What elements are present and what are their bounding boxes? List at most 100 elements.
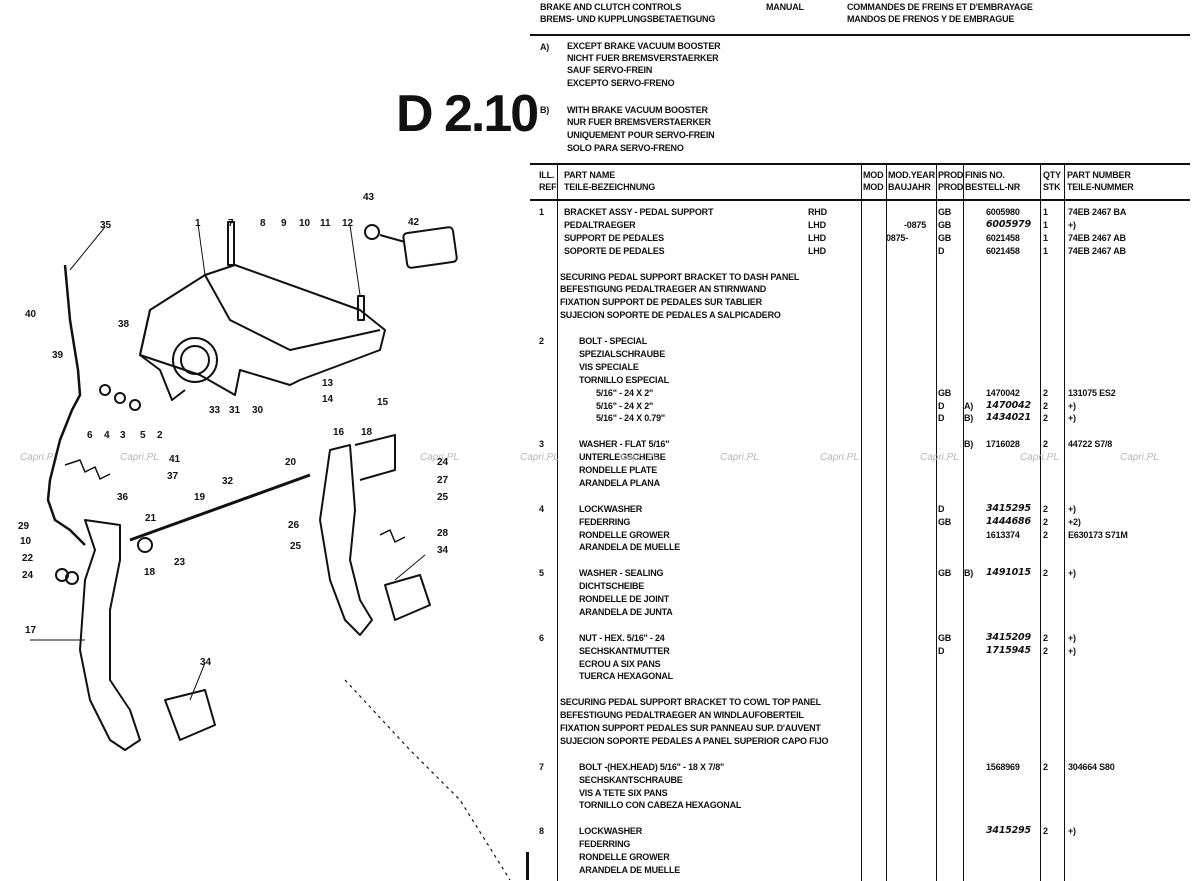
callout-21: 21: [145, 513, 157, 524]
callout-3: 3: [120, 430, 126, 441]
bracket-hole: [172, 337, 218, 383]
clutch-pedal: [79, 519, 141, 751]
part-number: +): [1068, 568, 1076, 579]
callout-39: 39: [52, 350, 64, 361]
footnote-ref: A): [964, 400, 974, 411]
col-partno: TEILE-NUMMER: [1067, 182, 1134, 192]
part-name: SECHSKANTSCHRAUBE: [579, 774, 683, 785]
part-name: RONDELLE PLATE: [579, 465, 658, 475]
col-qty: QTY: [1043, 170, 1061, 180]
table-top-rule: [530, 163, 1190, 165]
washer: [114, 392, 126, 404]
bracket-hole-inner: [180, 345, 210, 375]
part-number: E630173 S71M: [1068, 529, 1128, 540]
watermark: Capri.PL: [20, 452, 59, 463]
col-divider: [557, 164, 558, 881]
callout-34b: 34: [200, 657, 212, 668]
callout-22: 22: [22, 553, 34, 564]
prod-code: D: [938, 503, 945, 514]
pivot-shaft: [129, 473, 311, 542]
note-a-line: NICHT FUER BREMSVERSTAERKER: [567, 53, 719, 63]
washer: [129, 399, 141, 411]
col-mod: MOD: [863, 170, 884, 180]
section-heading: SECURING PEDAL SUPPORT BRACKET TO DASH P…: [560, 271, 800, 282]
part-name: WASHER - SEALING: [579, 568, 664, 579]
note-b-key: B): [540, 105, 550, 115]
note-a-line: EXCEPT BRAKE VACUUM BOOSTER: [567, 41, 721, 51]
drive-side: LHD: [808, 219, 826, 230]
finis-number: 3415209: [986, 631, 1031, 643]
col-divider: [936, 164, 937, 881]
quantity: 2: [1043, 400, 1048, 411]
section-heading: SECURING PEDAL SUPPORT BRACKET TO COWL T…: [560, 697, 821, 708]
quantity: 2: [1043, 439, 1048, 450]
callout-42: 42: [408, 217, 420, 228]
prod-code: GB: [938, 516, 952, 527]
quantity: 2: [1043, 387, 1048, 398]
callout-40: 40: [25, 309, 37, 320]
brake-pedal: [319, 444, 373, 636]
part-name: TORNILLO ESPECIAL: [579, 374, 669, 385]
bolt-12: [357, 295, 365, 321]
leader-line: [189, 662, 206, 701]
part-name: LOCKWASHER: [579, 503, 642, 514]
col-divider: [1040, 164, 1041, 881]
callout-27: 27: [437, 475, 449, 486]
callout-10: 10: [299, 218, 311, 229]
part-name: ECROU A SIX PANS: [579, 658, 661, 669]
part-name: ARANDELA DE MUELLE: [579, 542, 681, 553]
header-title-es: MANDOS DE FRENOS Y DE EMBRAGUE: [847, 14, 1015, 24]
section-heading: SUJECION SOPORTE PEDALES A PANEL SUPERIO…: [560, 735, 829, 746]
brake-pedal-pad: [384, 574, 431, 621]
leader-line: [349, 224, 361, 296]
callout-36: 36: [117, 492, 129, 503]
part-number: +): [1068, 219, 1076, 230]
callout-41: 41: [169, 454, 181, 465]
callout-32: 32: [222, 476, 234, 487]
callout-23: 23: [174, 557, 186, 568]
section-heading: FIXATION SUPPORT DE PEDALES SUR TABLIER: [560, 297, 762, 308]
finis-number: 1434021: [986, 412, 1031, 424]
part-name: LOCKWASHER: [579, 826, 642, 837]
finis-number: 1568969: [986, 761, 1020, 772]
part-name: RONDELLE GROWER: [579, 529, 670, 540]
watermark: Capri.PL: [120, 452, 159, 463]
section-heading: SUJECION SOPORTE DE PEDALES A SALPICADER…: [560, 310, 781, 321]
note-b-line: WITH BRAKE VACUUM BOOSTER: [567, 105, 708, 115]
quantity: 2: [1043, 503, 1048, 514]
prod-code: GB: [938, 568, 952, 579]
part-name: PEDALTRAEGER: [564, 219, 636, 230]
callout-7: 7: [228, 218, 234, 229]
ill-ref: 5: [539, 568, 544, 579]
callout-37: 37: [167, 471, 179, 482]
prod-code: GB: [938, 219, 952, 230]
callout-6: 6: [87, 430, 93, 441]
footnote-ref: B): [964, 413, 974, 424]
callout-16: 16: [333, 427, 345, 438]
clutch-pedal-pad: [164, 689, 216, 741]
callout-10b: 10: [20, 536, 32, 547]
leader-line: [394, 554, 426, 581]
ill-ref: 2: [539, 336, 544, 346]
part-name: FEDERRING: [579, 839, 631, 850]
callout-18: 18: [361, 427, 373, 438]
ill-ref: 4: [539, 503, 544, 514]
callout-9: 9: [281, 218, 287, 229]
pedal-bracket: [139, 264, 386, 396]
clutch-cable: [46, 264, 86, 546]
part-number: +): [1068, 645, 1076, 656]
callout-14: 14: [322, 394, 334, 405]
finis-number: 6021458: [986, 232, 1020, 243]
part-name: BOLT - SPECIAL: [579, 336, 648, 346]
callout-24: 24: [437, 457, 449, 468]
part-name: NUT - HEX. 5/16" - 24: [579, 632, 665, 643]
part-name: SUPPORT DE PEDALES: [564, 232, 664, 243]
prod-code: D: [938, 400, 945, 411]
col-prod: PROD: [938, 182, 964, 192]
model-year: 0875-: [886, 232, 909, 243]
quantity: 2: [1043, 632, 1048, 643]
leader-line: [197, 223, 206, 276]
model-year: -0875: [904, 219, 927, 230]
part-name: BOLT -(HEX.HEAD) 5/16" - 18 X 7/8": [579, 761, 725, 772]
watermark: Capri.PL: [820, 452, 859, 463]
